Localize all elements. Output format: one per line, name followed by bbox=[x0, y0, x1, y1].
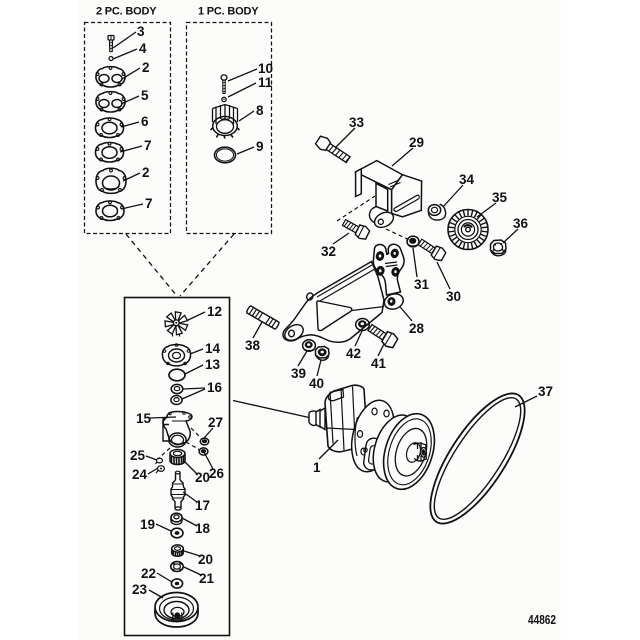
svg-text:33: 33 bbox=[349, 115, 365, 130]
svg-text:21: 21 bbox=[199, 571, 215, 586]
svg-text:20: 20 bbox=[195, 470, 210, 485]
svg-text:1: 1 bbox=[313, 460, 321, 475]
svg-text:15: 15 bbox=[136, 411, 152, 426]
svg-text:41: 41 bbox=[371, 356, 387, 371]
svg-text:16: 16 bbox=[207, 380, 223, 395]
svg-text:22: 22 bbox=[141, 566, 156, 581]
svg-text:9: 9 bbox=[256, 139, 264, 154]
svg-text:6: 6 bbox=[141, 114, 149, 129]
svg-text:26: 26 bbox=[209, 466, 225, 481]
svg-text:3: 3 bbox=[137, 24, 145, 39]
svg-text:35: 35 bbox=[492, 190, 508, 205]
svg-text:25: 25 bbox=[130, 448, 146, 463]
svg-text:42: 42 bbox=[346, 346, 361, 361]
svg-text:7: 7 bbox=[144, 138, 152, 153]
svg-text:19: 19 bbox=[140, 517, 155, 532]
svg-text:44862: 44862 bbox=[528, 612, 556, 627]
svg-text:10: 10 bbox=[258, 61, 273, 76]
svg-text:31: 31 bbox=[414, 277, 430, 292]
svg-text:28: 28 bbox=[409, 321, 425, 336]
svg-text:29: 29 bbox=[409, 135, 424, 150]
svg-text:1 PC. BODY: 1 PC. BODY bbox=[198, 6, 259, 18]
svg-text:38: 38 bbox=[245, 338, 261, 353]
svg-text:14: 14 bbox=[205, 341, 221, 356]
svg-text:40: 40 bbox=[309, 376, 324, 391]
svg-text:4: 4 bbox=[139, 41, 147, 56]
svg-text:2 PC. BODY: 2 PC. BODY bbox=[96, 6, 157, 18]
svg-text:12: 12 bbox=[207, 304, 222, 319]
svg-text:18: 18 bbox=[195, 521, 211, 536]
svg-text:32: 32 bbox=[321, 244, 336, 259]
svg-text:27: 27 bbox=[208, 415, 223, 430]
svg-text:30: 30 bbox=[446, 289, 461, 304]
svg-text:2: 2 bbox=[142, 165, 150, 180]
svg-text:17: 17 bbox=[195, 498, 210, 513]
svg-text:8: 8 bbox=[256, 103, 264, 118]
svg-text:23: 23 bbox=[132, 582, 148, 597]
svg-text:5: 5 bbox=[141, 88, 149, 103]
svg-text:13: 13 bbox=[205, 357, 221, 372]
svg-text:20: 20 bbox=[198, 552, 213, 567]
svg-text:39: 39 bbox=[291, 366, 306, 381]
svg-text:11: 11 bbox=[258, 75, 273, 90]
svg-text:7: 7 bbox=[145, 196, 153, 211]
svg-text:37: 37 bbox=[538, 384, 553, 399]
svg-text:24: 24 bbox=[132, 467, 148, 482]
svg-text:34: 34 bbox=[459, 172, 475, 187]
svg-text:36: 36 bbox=[513, 216, 529, 231]
svg-text:2: 2 bbox=[142, 60, 150, 75]
